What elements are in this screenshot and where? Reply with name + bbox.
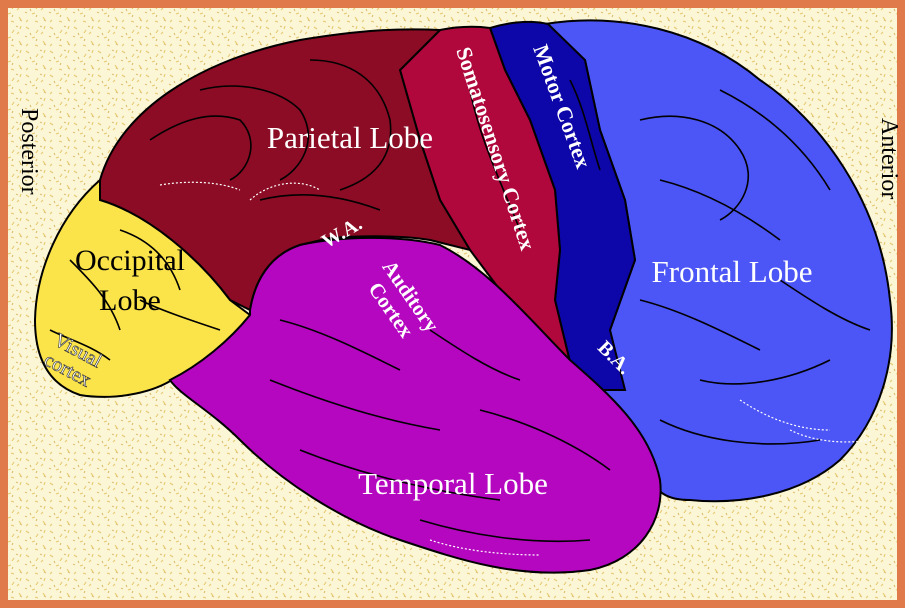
posterior-label: Posterior (16, 108, 42, 195)
parietal-lobe-label: Parietal Lobe (267, 120, 433, 155)
anterior-label: Anterior (876, 118, 902, 199)
occipital-lobe-label-line2: Lobe (99, 284, 161, 317)
occipital-lobe-label: Occipital (75, 244, 185, 277)
frontal-lobe-label: Frontal Lobe (652, 254, 813, 289)
temporal-lobe-label: Temporal Lobe (358, 466, 548, 501)
